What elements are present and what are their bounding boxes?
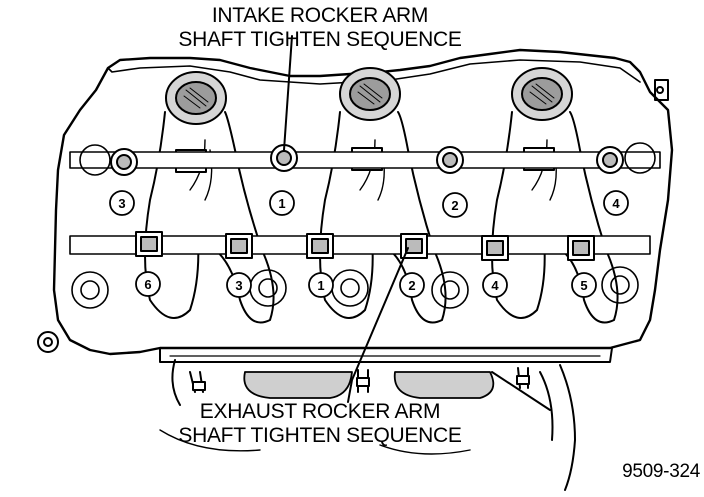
- rocker-arms: [144, 111, 619, 324]
- intake-seq-3: 2: [451, 198, 458, 213]
- intake-sequence-markers: [109, 190, 629, 218]
- exhaust-label-line1: EXHAUST ROCKER ARM: [199, 400, 441, 423]
- exhaust-sequence-markers: [135, 271, 597, 298]
- intake-label-line2: SHAFT TIGHTEN SEQUENCE: [178, 28, 462, 51]
- leader-lines: [283, 35, 551, 411]
- figure-id: 9509-324: [622, 461, 700, 482]
- exhaust-callout-label: EXHAUST ROCKER ARM SHAFT TIGHTEN SEQUENC…: [160, 400, 480, 448]
- intake-label-line1: INTAKE ROCKER ARM: [211, 4, 429, 27]
- exhaust-rocker-shaft: [69, 231, 651, 261]
- exhaust-seq-2: 3: [235, 278, 242, 293]
- exhaust-seq-5: 4: [491, 278, 499, 293]
- spark-plug-towers: [165, 67, 573, 125]
- exhaust-label-line2: SHAFT TIGHTEN SEQUENCE: [178, 424, 462, 447]
- exhaust-seq-3: 1: [317, 278, 324, 293]
- intake-seq-2: 1: [278, 196, 285, 211]
- manifold-underside: [159, 359, 576, 491]
- intake-seq-4: 4: [612, 196, 620, 211]
- intake-callout-label: INTAKE ROCKER ARM SHAFT TIGHTEN SEQUENCE: [170, 4, 470, 52]
- exhaust-seq-1: 6: [144, 277, 151, 292]
- exhaust-seq-4: 2: [408, 278, 415, 293]
- valve-springs: [71, 142, 656, 309]
- intake-seq-1: 3: [118, 196, 125, 211]
- intake-rocker-shaft: [69, 144, 661, 176]
- exhaust-seq-6: 5: [580, 278, 587, 293]
